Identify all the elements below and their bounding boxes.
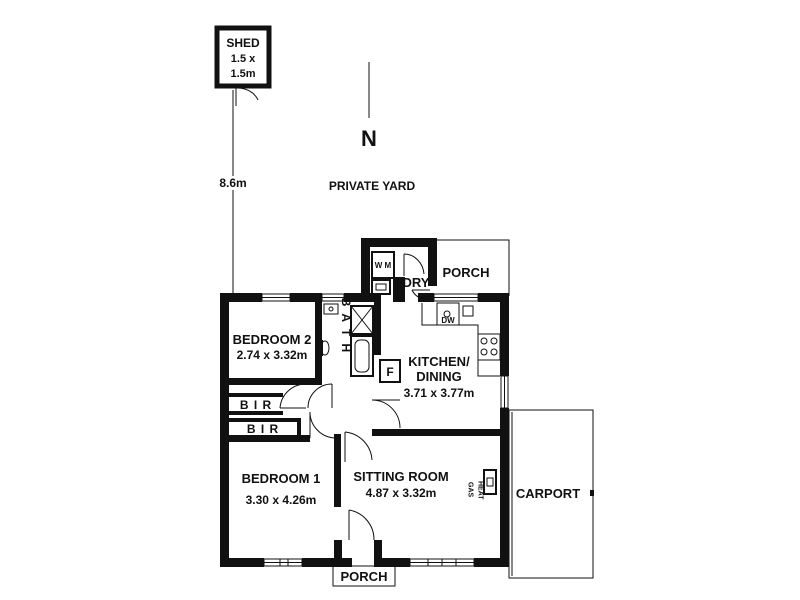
bedroom1-name: BEDROOM 1 xyxy=(242,471,321,486)
bir-lower-label: B I R xyxy=(247,422,279,436)
shed xyxy=(214,25,272,106)
carport-label: CARPORT xyxy=(516,486,580,501)
bath-label: B A T H xyxy=(339,298,353,354)
kitchen-bench xyxy=(421,303,500,377)
kitchen-name-line2: DINING xyxy=(416,369,462,384)
laundry-trough xyxy=(371,279,391,295)
gas-heater-label-right: HEAT xyxy=(477,481,484,500)
kitchen-size: 3.71 x 3.77m xyxy=(404,386,475,400)
gas-heater-label-left: GAS xyxy=(467,482,474,498)
private-yard-label: PRIVATE YARD xyxy=(329,179,416,193)
sitting-room-size: 4.87 x 3.32m xyxy=(366,486,437,500)
walls xyxy=(220,238,509,567)
porch-top xyxy=(436,239,510,296)
porch-top-label: PORCH xyxy=(443,265,490,280)
shed-name: SHED xyxy=(226,36,260,50)
fridge-label: F xyxy=(386,365,393,379)
fixtures xyxy=(320,251,501,495)
shed-door-swing xyxy=(235,87,259,106)
shed-size-line2: 1.5m xyxy=(230,68,255,80)
shed-distance-label: 8.6m xyxy=(219,176,246,190)
fridge xyxy=(379,359,401,383)
porch-bottom-label: PORCH xyxy=(341,569,388,584)
vanity xyxy=(323,303,339,315)
door-swings xyxy=(279,253,430,541)
shed-distance-bg xyxy=(214,176,252,190)
washing-machine xyxy=(371,251,395,279)
washing-machine-label: W M xyxy=(375,261,392,270)
cooktop xyxy=(477,333,501,361)
laundry-label: LDRY xyxy=(395,275,430,290)
porch-bottom xyxy=(332,565,396,587)
dishwasher xyxy=(436,302,460,326)
bath-tub xyxy=(350,335,374,377)
kitchen-sink xyxy=(462,305,474,317)
dishwasher-label: DW xyxy=(441,316,455,325)
sitting-room-name: SITTING ROOM xyxy=(353,469,448,484)
bedroom1-size: 3.30 x 4.26m xyxy=(246,493,317,507)
bedroom2-name: BEDROOM 2 xyxy=(233,332,312,347)
gas-heater xyxy=(483,469,497,495)
windows xyxy=(261,293,509,567)
bir-upper-label: B I R xyxy=(240,398,272,412)
shed-size-line1: 1.5 x xyxy=(231,53,256,65)
bedroom2-size: 2.74 x 3.32m xyxy=(237,348,308,362)
north-label: N xyxy=(361,126,377,151)
kitchen-name-line1: KITCHEN/ xyxy=(408,354,470,369)
